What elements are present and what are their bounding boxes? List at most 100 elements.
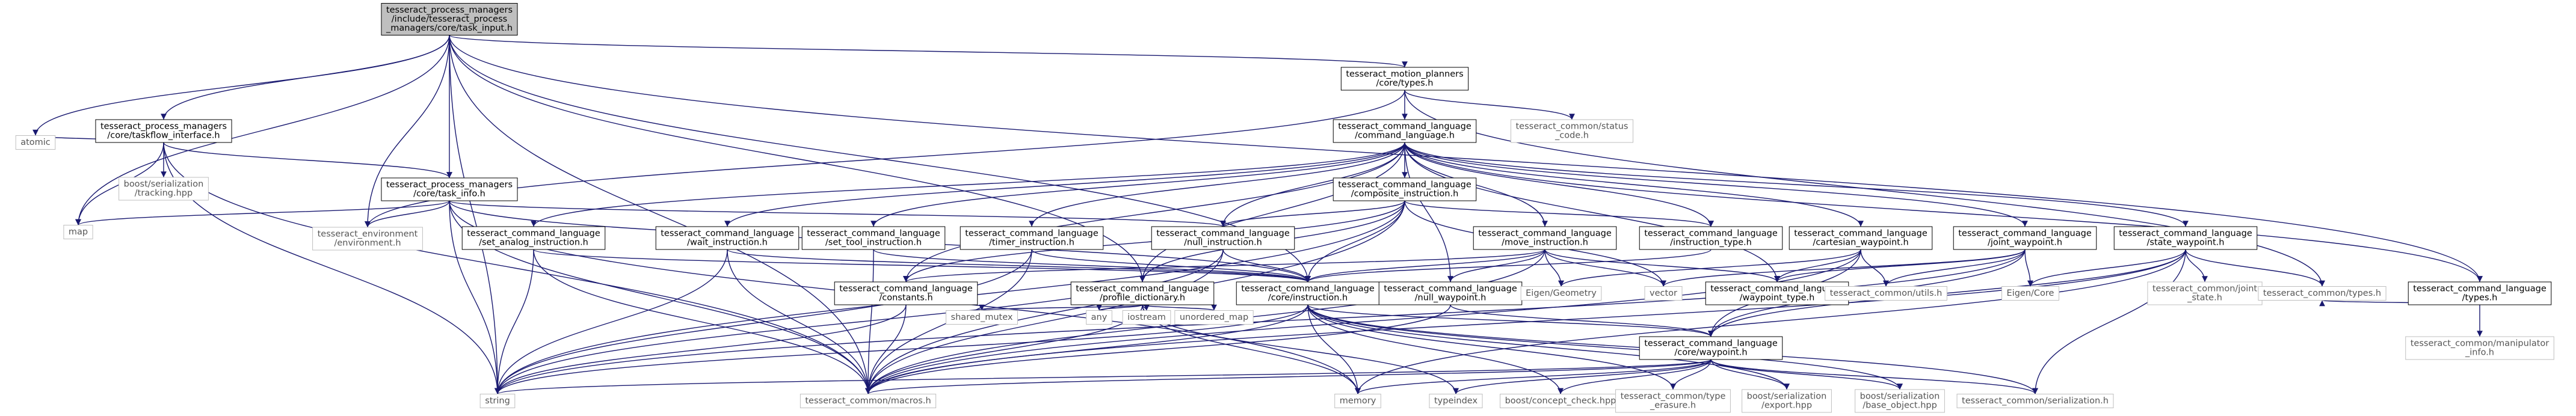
node-label: tesseract_command_language xyxy=(839,284,973,294)
node-common-utils: tesseract_common/utils.h xyxy=(1825,286,1947,301)
node-label: /base_object.hpp xyxy=(1863,401,1937,411)
node-label: tesseract_command_language xyxy=(1644,339,1778,349)
node-timer-instruction[interactable]: tesseract_command_language/timer_instruc… xyxy=(960,226,1104,250)
edge-command-language-to-joint-waypoint xyxy=(1404,142,2028,227)
node-core-instruction[interactable]: tesseract_command_language/core/instruct… xyxy=(1236,281,1380,305)
node-mp-types[interactable]: tesseract_motion_planners/core/types.h xyxy=(1340,67,1469,91)
node-common-serialization: tesseract_common/serialization.h xyxy=(1956,394,2114,408)
node-box xyxy=(1151,226,1295,250)
node-label: typeindex xyxy=(1434,396,1478,406)
node-label: _code.h xyxy=(1555,131,1589,141)
node-base-object: boost/serialization/base_object.hpp xyxy=(1855,389,1945,413)
node-label: /timer_instruction.h xyxy=(989,238,1074,248)
node-null-instruction[interactable]: tesseract_command_language/null_instruct… xyxy=(1151,226,1295,250)
node-label: boost/serialization xyxy=(1747,392,1827,402)
edge-set-analog-to-macros xyxy=(533,249,871,394)
node-label: tesseract_command_language xyxy=(1384,284,1517,294)
node-profile-dictionary[interactable]: tesseract_command_language/profile_dicti… xyxy=(1070,281,1215,305)
edge-core-instruction-to-base-object xyxy=(1307,304,1903,390)
node-task-info[interactable]: tesseract_process_managers/core/task_inf… xyxy=(381,177,518,201)
edge-core-waypoint-to-string xyxy=(495,359,1712,395)
node-boost-export: boost/serialization/export.hpp xyxy=(1742,389,1832,413)
node-box xyxy=(1334,394,1381,408)
edge-move-instruction-to-waypoint-type xyxy=(1544,249,1780,283)
node-core-waypoint[interactable]: tesseract_command_language/core/waypoint… xyxy=(1639,336,1783,360)
node-composite-instruction[interactable]: tesseract_command_language/composite_ins… xyxy=(1333,177,1477,201)
edge-task-input-to-string xyxy=(449,35,501,394)
node-wait-instruction[interactable]: tesseract_command_language/wait_instruct… xyxy=(655,226,800,250)
edge-wait-instruction-to-macros xyxy=(727,249,871,394)
node-label: /waypoint_type.h xyxy=(1740,293,1815,303)
node-box xyxy=(1086,310,1112,325)
node-box xyxy=(1639,226,1783,250)
node-constants[interactable]: tesseract_command_language/constants.h xyxy=(834,281,978,305)
node-label: memory xyxy=(1340,396,1376,406)
node-label: /core/task_info.h xyxy=(413,189,485,199)
node-waypoint-type[interactable]: tesseract_command_language/waypoint_type… xyxy=(1705,281,1849,305)
node-vector: vector xyxy=(1644,286,1683,301)
node-box xyxy=(1070,281,1215,305)
node-label: tesseract_common/joint xyxy=(2152,284,2258,294)
edge-composite-instruction-to-null-instruction xyxy=(1220,200,1405,227)
node-joint-waypoint[interactable]: tesseract_command_language/joint_waypoin… xyxy=(1953,226,2097,250)
node-label: Eigen/Core xyxy=(2007,289,2054,298)
node-box xyxy=(2147,281,2263,305)
edge-core-waypoint-to-base-object xyxy=(1710,359,1903,390)
node-label: shared_mutex xyxy=(951,313,1013,322)
node-label: /wait_instruction.h xyxy=(687,238,768,248)
node-instruction-type[interactable]: tesseract_command_language/instruction_t… xyxy=(1639,226,1783,250)
node-typeindex: typeindex xyxy=(1429,394,1483,408)
node-taskflow-interface[interactable]: tesseract_process_managers/core/taskflow… xyxy=(95,119,232,143)
node-box xyxy=(1511,119,1633,143)
edge-core-waypoint-to-macros xyxy=(865,359,1712,395)
node-label: tesseract_command_language xyxy=(467,229,600,239)
node-common-types: tesseract_common/types.h xyxy=(2258,286,2386,301)
node-box xyxy=(63,225,93,239)
edge-task-input-to-mp-types xyxy=(449,34,1408,68)
node-null-waypoint[interactable]: tesseract_command_language/null_waypoint… xyxy=(1378,281,1523,305)
edge-timer-instruction-to-core-instruction xyxy=(1031,249,1311,283)
node-move-instruction[interactable]: tesseract_command_language/move_instruct… xyxy=(1473,226,1617,250)
node-box xyxy=(1429,394,1483,408)
node-label: tesseract_command_language xyxy=(1338,122,1471,132)
node-label: tesseract_common/manipulator xyxy=(2411,339,2550,349)
node-box xyxy=(960,226,1104,250)
node-box xyxy=(1340,67,1469,91)
node-task-input[interactable]: tesseract_process_managers/include/tesse… xyxy=(381,3,518,35)
edge-command-language-to-profile-dictionary xyxy=(1139,142,1405,283)
node-label: /environment.h xyxy=(334,239,401,248)
edge-command-language-to-state-waypoint xyxy=(1404,142,2189,227)
node-unordered-map: unordered_map xyxy=(1174,310,1254,325)
node-label: tesseract_command_language xyxy=(1338,180,1471,190)
node-set-tool[interactable]: tesseract_command_language/set_tool_inst… xyxy=(801,226,946,250)
edge-core-instruction-to-string xyxy=(495,304,1308,394)
edge-mp-types-to-status-code xyxy=(1404,90,1575,120)
edge-cartesian-waypoint-to-waypoint-type xyxy=(1774,249,1861,283)
node-label: tesseract_command_language xyxy=(1478,229,1612,239)
edge-joint-waypoint-to-waypoint-type xyxy=(1774,249,2026,283)
node-cl-types[interactable]: tesseract_command_language/types.h xyxy=(2408,281,2552,305)
edge-core-waypoint-to-boost-export xyxy=(1710,359,1790,390)
edge-core-instruction-to-memory xyxy=(1307,304,1361,394)
edge-move-instruction-to-constants xyxy=(903,249,1545,283)
node-box xyxy=(1639,336,1783,360)
node-label: /joint_waypoint.h xyxy=(1988,238,2062,248)
node-label: /state_waypoint.h xyxy=(2147,238,2225,248)
edge-command-language-to-wait-instruction xyxy=(724,142,1405,227)
node-label: /instruction_type.h xyxy=(1670,238,1752,248)
edge-wait-instruction-to-core-instruction xyxy=(727,249,1311,283)
edge-constants-to-string xyxy=(495,304,907,394)
node-label: /types.h xyxy=(2462,293,2498,303)
node-command-language[interactable]: tesseract_command_language/command_langu… xyxy=(1333,119,1477,143)
edge-task-input-to-macros xyxy=(449,35,871,394)
node-label: /constants.h xyxy=(879,293,932,303)
node-set-analog[interactable]: tesseract_command_language/set_analog_in… xyxy=(461,226,606,250)
edge-null-waypoint-to-macros xyxy=(865,304,1451,394)
node-label: tesseract_command_language xyxy=(1710,284,1844,294)
node-cartesian-waypoint[interactable]: tesseract_command_language/cartesian_way… xyxy=(1789,226,1933,250)
edge-command-language-to-set-tool xyxy=(870,142,1405,227)
node-box xyxy=(1174,310,1254,325)
node-state-waypoint[interactable]: tesseract_command_language/state_waypoin… xyxy=(2113,226,2258,250)
node-eigen-core: Eigen/Core xyxy=(2001,286,2059,301)
edge-core-waypoint-to-type-erasure xyxy=(1670,359,1712,390)
